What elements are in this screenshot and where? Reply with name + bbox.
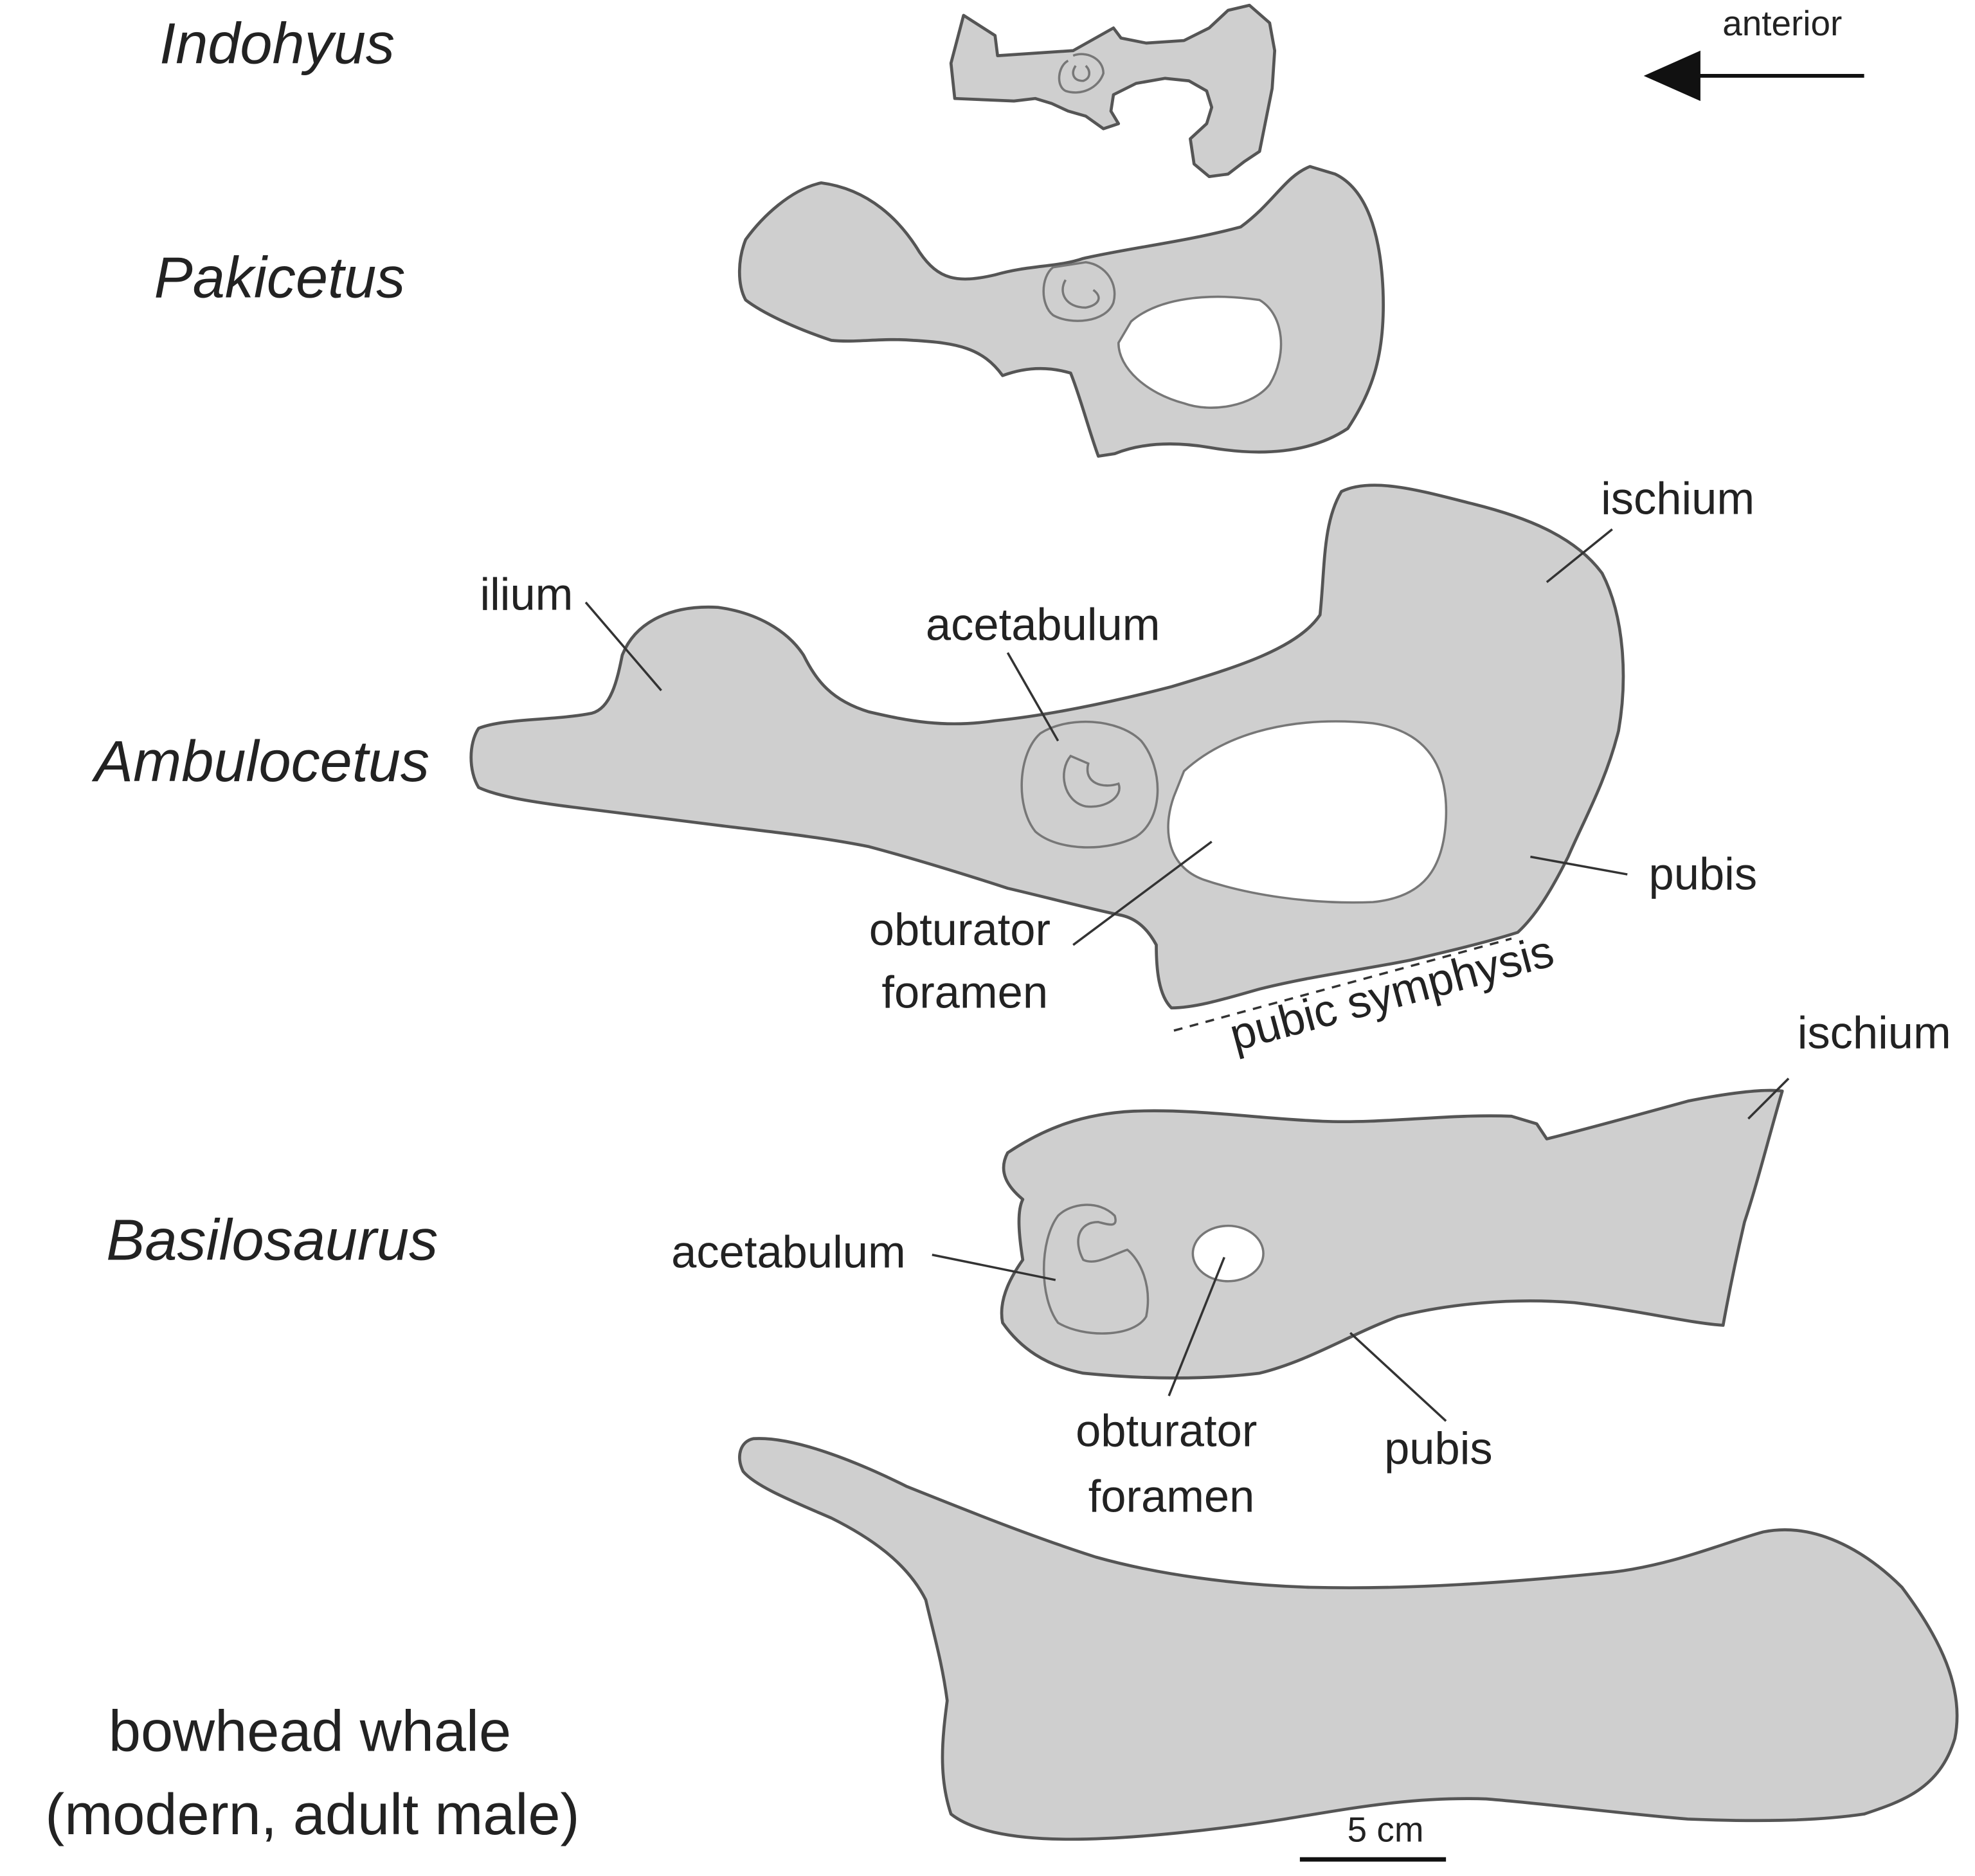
leader-ischium-basilosaurus [1747,1078,1790,1120]
leader-obturator [1072,840,1213,946]
taxon-subtitle-bowhead: (modern, adult male) [45,1782,579,1847]
label-obturator: obturator [869,904,1051,955]
leader-acetabulum [1006,652,1060,742]
label-pubis-basilosaurus: pubis [1384,1423,1493,1474]
label-ilium: ilium [480,569,573,620]
label-obturator-basilosaurus: obturator [1076,1405,1257,1456]
label-pubis: pubis [1649,849,1758,899]
pakicetus-pelvis: Pakicetus [154,165,1385,458]
scale-bar: 5 cm [1299,1810,1447,1862]
leader-acetabulum-basilosaurus [932,1254,1056,1281]
scale-bar-label: 5 cm [1348,1810,1424,1850]
label-ischium-basilosaurus: ischium [1798,1007,1951,1058]
label-acetabulum-basilosaurus: acetabulum [671,1226,906,1277]
label-foramen-basilosaurus: foramen [1088,1470,1255,1521]
taxon-label-bowhead: bowhead whale [109,1699,511,1764]
label-ischium: ischium [1601,473,1754,524]
basilosaurus-pelvis: Basilosaurus acetabulum ischium pubis ob… [106,1007,1951,1521]
anterior-orientation: anterior [1643,3,1864,102]
leader-ischium [1546,528,1613,583]
leader-pubis [1530,855,1628,876]
bowhead-whale-pelvis: bowhead whale (modern, adult male) [45,1437,1959,1847]
taxon-label-basilosaurus: Basilosaurus [106,1208,438,1273]
taxon-label-indohyus: Indohyus [159,11,395,76]
label-foramen: foramen [881,967,1048,1018]
taxon-label-ambulocetus: Ambulocetus [91,729,429,794]
label-acetabulum: acetabulum [926,599,1160,650]
leader-ilium [584,601,662,692]
arrow-head-icon [1643,50,1700,102]
indohyus-pelvis: Indohyus [159,3,1277,179]
leader-obturator-basilosaurus [1168,1256,1225,1396]
taxon-label-pakicetus: Pakicetus [154,246,406,311]
leader-pubis-basilosaurus [1349,1331,1447,1422]
ambulocetus-pelvis: Ambulocetus ilium acetabulum ischium pub… [91,473,1757,1060]
anterior-label: anterior [1722,3,1842,43]
